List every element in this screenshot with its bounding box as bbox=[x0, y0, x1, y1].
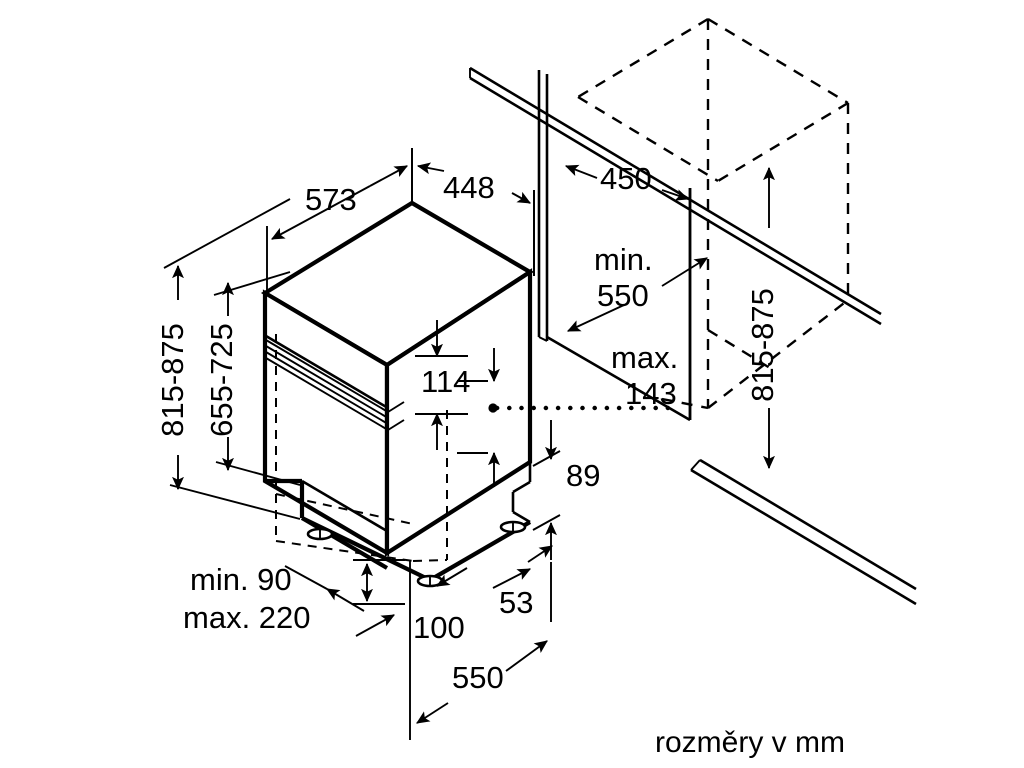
units-caption: rozměry v mm bbox=[655, 726, 845, 759]
label-offset-53: 53 bbox=[499, 585, 533, 620]
vertical-reference-lines bbox=[411, 148, 535, 276]
foot-rear-right bbox=[499, 520, 527, 534]
label-niche-depth-min: min. bbox=[594, 242, 653, 277]
label-height-left-815-875: 815-875 bbox=[155, 323, 190, 437]
dim-max-143-dotted-line bbox=[488, 403, 675, 413]
label-offset-100: 100 bbox=[413, 610, 465, 645]
foot-front-left bbox=[306, 527, 334, 541]
dim-550-base-depth bbox=[409, 560, 548, 740]
dim-114-panel-height bbox=[415, 320, 500, 487]
label-recess-143: 143 bbox=[625, 376, 677, 411]
dimension-labels: 573 448 450 min. 550 815-875 655-725 815… bbox=[155, 161, 780, 695]
label-recess-max: max. bbox=[611, 340, 678, 375]
label-width-448: 448 bbox=[443, 170, 495, 205]
label-plinth-min-90: min. 90 bbox=[190, 562, 292, 597]
label-panel-114: 114 bbox=[421, 364, 470, 399]
appliance-hidden-edges bbox=[275, 334, 448, 562]
dim-53-offset bbox=[492, 545, 553, 622]
label-plinth-89: 89 bbox=[566, 458, 600, 493]
cabinet-niche-outline bbox=[577, 17, 850, 410]
label-base-550: 550 bbox=[452, 660, 504, 695]
control-panel-band bbox=[265, 334, 389, 431]
label-niche-width-450: 450 bbox=[600, 161, 652, 196]
label-height-right-815-875: 815-875 bbox=[745, 288, 780, 402]
dim-min-550-niche-depth bbox=[566, 257, 708, 332]
label-height-left-655-725: 655-725 bbox=[204, 323, 239, 437]
label-niche-depth-550: 550 bbox=[597, 278, 649, 313]
dim-100-offset bbox=[353, 559, 468, 605]
label-plinth-max-220: max. 220 bbox=[183, 600, 311, 635]
dim-450-niche-width bbox=[564, 164, 690, 201]
label-depth-573: 573 bbox=[305, 182, 357, 217]
side-base-step bbox=[511, 462, 532, 524]
control-panel-side-wrap bbox=[387, 401, 405, 431]
floor-reference-slab bbox=[690, 458, 917, 606]
dim-plinth-min-max-leaders bbox=[284, 565, 395, 637]
